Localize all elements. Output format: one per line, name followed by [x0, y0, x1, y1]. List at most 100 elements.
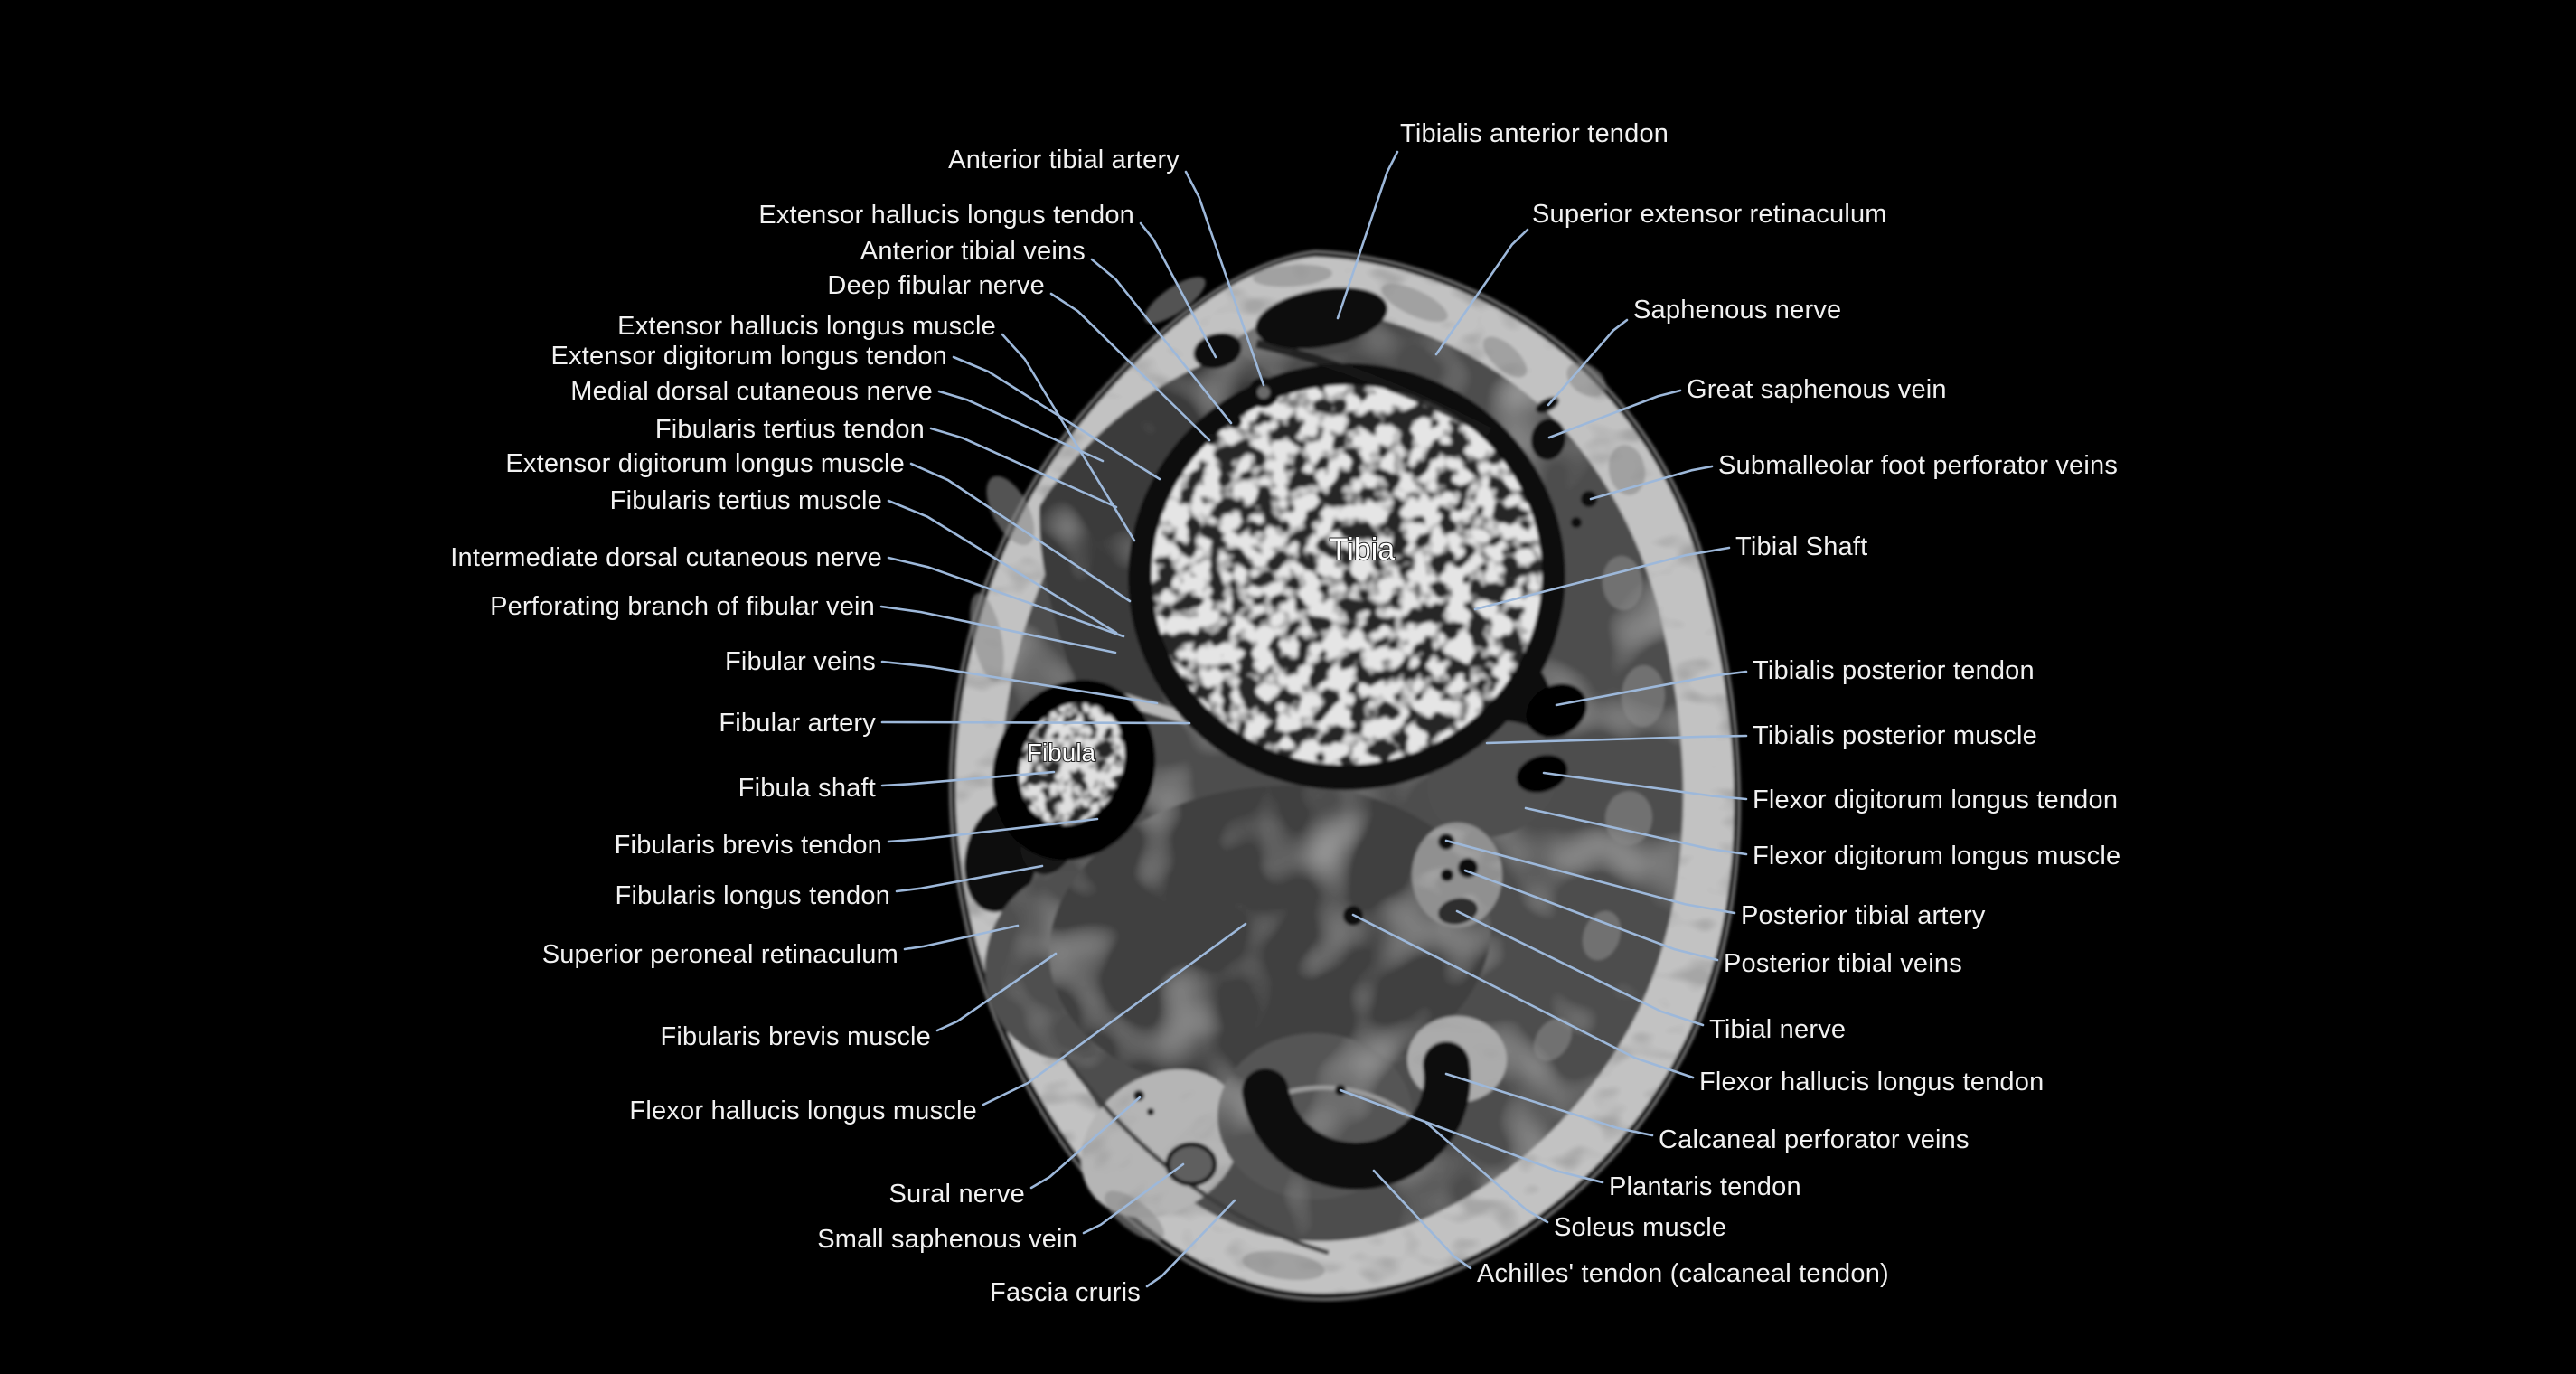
label-submalleolar-foot-perforator-veins: Submalleolar foot perforator veins	[1718, 451, 2118, 480]
leader-sural-nerve	[1029, 1096, 1142, 1190]
leader-fibular-artery	[880, 720, 1191, 725]
label-perforating-branch-of-fibular-vein: Perforating branch of fibular vein	[490, 592, 875, 621]
label-intermediate-dorsal-cutaneous-nerve: Intermediate dorsal cutaneous nerve	[450, 543, 882, 572]
label-fibularis-longus-tendon: Fibularis longus tendon	[616, 881, 890, 910]
tibia-marrow	[1152, 384, 1542, 766]
leader-great-saphenous-vein	[1547, 389, 1682, 439]
leader-saphenous-nerve	[1547, 318, 1629, 407]
leader-fibular-veins	[880, 660, 1159, 705]
label-tibial-shaft: Tibial Shaft	[1735, 532, 1867, 561]
leader-tibial-shaft	[1473, 546, 1731, 611]
extensor-hallucis-longus-tendon-blob	[1193, 333, 1242, 369]
leader-fibularis-brevis-muscle	[935, 952, 1058, 1032]
label-fibularis-tertius-tendon: Fibularis tertius tendon	[655, 415, 925, 444]
leader-anterior-tibial-veins	[1090, 258, 1233, 425]
leader-tibial-nerve	[1455, 909, 1705, 1027]
leader-deep-fibular-nerve	[1049, 292, 1211, 442]
label-plantaris-tendon: Plantaris tendon	[1609, 1172, 1801, 1201]
great-saphenous-vein-blob	[1530, 419, 1566, 460]
leader-flexor-digitorum-longus-tendon	[1542, 771, 1748, 801]
flexor-hallucis-longus-muscle-region	[1048, 786, 1491, 1095]
leader-extensor-hallucis-longus-muscle	[1001, 333, 1136, 542]
tibialis-anterior-tendon-blob	[1255, 287, 1388, 350]
label-deep-fibular-nerve: Deep fibular nerve	[827, 271, 1045, 300]
label-fibularis-brevis-muscle: Fibularis brevis muscle	[660, 1022, 931, 1051]
anterior-tibial-vein-dot	[1227, 414, 1242, 428]
fat-lobules	[970, 264, 1666, 1281]
label-flexor-hallucis-longus-tendon: Flexor hallucis longus tendon	[1699, 1068, 2044, 1096]
tibialis-posterior-tendon-blob	[1526, 683, 1587, 738]
label-achilles-tendon: Achilles' tendon (calcaneal tendon)	[1477, 1259, 1889, 1288]
leader-lines	[879, 150, 1748, 1288]
leader-extensor-digitorum-longus-tendon	[952, 355, 1161, 481]
label-great-saphenous-vein: Great saphenous vein	[1687, 375, 1947, 404]
leader-small-saphenous-vein	[1082, 1162, 1185, 1235]
label-anterior-tibial-veins: Anterior tibial veins	[860, 237, 1086, 266]
leader-fibularis-tertius-muscle	[887, 499, 1118, 635]
label-flexor-digitorum-longus-muscle: Flexor digitorum longus muscle	[1753, 842, 2120, 871]
label-extensor-digitorum-longus-tendon: Extensor digitorum longus tendon	[551, 342, 947, 371]
leader-plantaris-tendon	[1339, 1088, 1604, 1184]
leader-calcaneal-perforator-veins	[1444, 1072, 1654, 1137]
deep-fibular-nerve-dot	[1206, 434, 1217, 445]
leader-superior-peroneal-retinaculum	[903, 924, 1020, 951]
mri-scan-image	[948, 249, 1741, 1302]
leader-fibularis-brevis-tendon	[887, 817, 1099, 843]
bone-label-tibia: Tibia	[1330, 532, 1396, 567]
label-fibular-artery: Fibular artery	[719, 709, 876, 738]
label-medial-dorsal-cutaneous-nerve: Medial dorsal cutaneous nerve	[570, 377, 933, 406]
label-sural-nerve: Sural nerve	[889, 1180, 1026, 1209]
label-tibialis-posterior-tendon: Tibialis posterior tendon	[1753, 656, 2035, 685]
label-fibular-veins: Fibular veins	[725, 647, 876, 676]
label-superior-peroneal-retinaculum: Superior peroneal retinaculum	[542, 940, 898, 969]
leader-achilles-tendon	[1372, 1169, 1472, 1270]
leader-fibularis-tertius-tendon	[929, 427, 1118, 509]
bone-label-fibula: Fibula	[1027, 739, 1096, 767]
leader-fibularis-longus-tendon	[895, 864, 1044, 893]
label-flexor-digitorum-longus-tendon: Flexor digitorum longus tendon	[1753, 786, 2118, 814]
label-superior-extensor-retinaculum: Superior extensor retinaculum	[1532, 200, 1887, 229]
label-fibularis-brevis-tendon: Fibularis brevis tendon	[615, 831, 882, 860]
label-flexor-hallucis-longus-muscle: Flexor hallucis longus muscle	[629, 1096, 977, 1125]
leader-posterior-tibial-artery	[1444, 839, 1736, 915]
leader-soleus-muscle	[1424, 1121, 1549, 1224]
posterior-tibial-vein-dot-2	[1441, 869, 1453, 881]
label-extensor-digitorum-longus-muscle: Extensor digitorum longus muscle	[505, 449, 905, 478]
label-posterior-tibial-veins: Posterior tibial veins	[1724, 949, 1962, 978]
leader-intermediate-dorsal-cutaneous-nerve	[887, 556, 1125, 638]
leader-fibula-shaft	[880, 770, 1056, 787]
leader-posterior-tibial-veins	[1463, 869, 1719, 962]
sural-nerve-dot-2	[1147, 1108, 1154, 1115]
label-extensor-hallucis-longus-tendon: Extensor hallucis longus tendon	[758, 201, 1134, 230]
submalleolar-vein-dot-1	[1581, 491, 1597, 507]
leader-flexor-hallucis-longus-muscle	[982, 922, 1247, 1106]
leader-extensor-hallucis-longus-tendon	[1139, 221, 1217, 359]
leader-submalleolar-foot-perforator-veins	[1589, 465, 1714, 501]
achilles-tendon-region	[1242, 1041, 1471, 1190]
label-fascia-cruris: Fascia cruris	[990, 1278, 1141, 1307]
anterior-tibial-artery-lumen	[1257, 386, 1270, 399]
label-extensor-hallucis-longus-muscle: Extensor hallucis longus muscle	[617, 312, 996, 341]
leader-perforating-branch-of-fibular-vein	[879, 605, 1117, 654]
sural-nerve-dot-1	[1133, 1090, 1144, 1101]
leader-flexor-hallucis-longus-tendon	[1351, 913, 1695, 1079]
submalleolar-vein-dot-2	[1571, 517, 1582, 528]
label-calcaneal-perforator-veins: Calcaneal perforator veins	[1659, 1125, 1970, 1154]
label-fibula-shaft: Fibula shaft	[738, 774, 876, 803]
label-small-saphenous-vein: Small saphenous vein	[817, 1225, 1077, 1254]
label-fibularis-tertius-muscle: Fibularis tertius muscle	[610, 486, 882, 515]
leader-fascia-cruris	[1145, 1199, 1236, 1288]
label-posterior-tibial-artery: Posterior tibial artery	[1741, 901, 1986, 930]
leader-tibialis-anterior-tendon	[1336, 150, 1399, 320]
label-tibialis-anterior-tendon: Tibialis anterior tendon	[1400, 119, 1669, 148]
leader-extensor-digitorum-longus-muscle	[909, 462, 1132, 603]
label-saphenous-nerve: Saphenous nerve	[1633, 296, 1841, 325]
label-soleus-muscle: Soleus muscle	[1554, 1213, 1726, 1242]
leader-medial-dorsal-cutaneous-nerve	[937, 390, 1105, 463]
leader-anterior-tibial-artery	[1184, 170, 1265, 387]
label-tibial-nerve: Tibial nerve	[1709, 1015, 1846, 1044]
extensor-retinaculum-band	[1255, 339, 1492, 437]
leader-tibialis-posterior-tendon	[1555, 670, 1748, 707]
